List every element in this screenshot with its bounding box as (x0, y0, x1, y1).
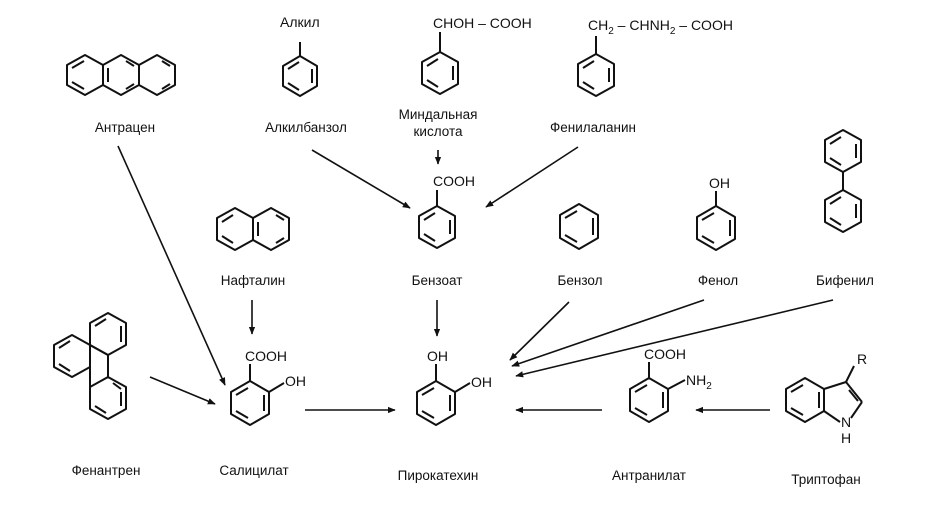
arrow-biphenyl-catechol (515, 299, 834, 378)
tryptophan-h: H (841, 430, 851, 446)
anthracene-structure (66, 54, 176, 96)
tryptophan-structure (785, 365, 863, 423)
alkylbenzene-structure (282, 42, 318, 97)
phenanthrene-structure (53, 312, 127, 420)
phe-ch-sub: 2 (608, 26, 614, 37)
benzene-label: Бензол (558, 273, 603, 288)
phe-nh-sub: 2 (670, 26, 676, 37)
phe-cooh: – COOH (675, 17, 733, 33)
alkyl-label: Алкил (280, 14, 320, 30)
alkylbenzene-label: Алкилбанзол (265, 120, 347, 135)
anthracene-label: Антрацен (95, 120, 155, 135)
arrow-phenol-catechol (511, 299, 705, 367)
salicylate-structure (230, 364, 285, 426)
tryptophan-label: Триптофан (791, 472, 860, 487)
biphenyl-label: Бифенил (816, 273, 874, 288)
phenol-structure (696, 191, 736, 251)
catechol-oh-top: OH (427, 348, 448, 364)
benzoate-structure (418, 190, 456, 249)
arrow-phenylalanine-benzoate (485, 146, 579, 208)
salicylate-cooh: COOH (245, 348, 287, 364)
phe-rest: – CHNH (614, 17, 670, 33)
benzoate-label: Бензоат (412, 273, 463, 288)
anthranilate-nh: NH (686, 372, 706, 388)
mandelic-chain-formula: CHOH – COOH (433, 15, 532, 31)
phe-ch: CH (588, 17, 608, 33)
naphthalene-structure (216, 207, 290, 251)
anthranilate-structure (629, 362, 686, 423)
salicylate-label: Салицилат (219, 463, 288, 478)
phenol-oh: OH (709, 175, 730, 191)
biphenyl-structure (824, 129, 862, 233)
phenylalanine-structure (577, 36, 615, 97)
anthranilate-label: Антранилат (612, 468, 686, 483)
phenylalanine-chain-formula: CH2 – CHNH2 – COOH (588, 17, 733, 37)
benzene-structure (559, 203, 599, 250)
mandelic-acid-label-2: кислота (414, 124, 463, 139)
arrow-alkylbenzene-benzoate (311, 149, 411, 209)
tryptophan-n: N (841, 414, 851, 430)
catechol-oh-side: OH (471, 374, 492, 390)
anthranilate-nh-sub: 2 (706, 381, 712, 392)
pathway-arrows (117, 145, 834, 414)
catechol-structure (416, 364, 471, 426)
arrow-phenanthrene-salicylate (149, 376, 216, 405)
salicylate-oh: OH (285, 373, 306, 389)
benzoate-cooh: COOH (433, 173, 475, 189)
phenol-label: Фенол (698, 273, 738, 288)
anthranilate-cooh: COOH (644, 346, 686, 362)
phenylalanine-label: Фенилаланин (550, 120, 636, 135)
tryptophan-r: R (857, 351, 867, 367)
arrow-benzene-catechol (509, 301, 570, 361)
phenanthrene-label: Фенантрен (72, 463, 141, 478)
mandelic-acid-label-1: Миндальная (399, 107, 478, 122)
catechol-label: Пирокатехин (398, 468, 479, 483)
naphthalene-label: Нафталин (221, 273, 285, 288)
anthranilate-nh2: NH2 (686, 372, 712, 392)
mandelic-acid-structure (421, 32, 459, 95)
arrow-anthracene-salicylate (117, 145, 226, 386)
